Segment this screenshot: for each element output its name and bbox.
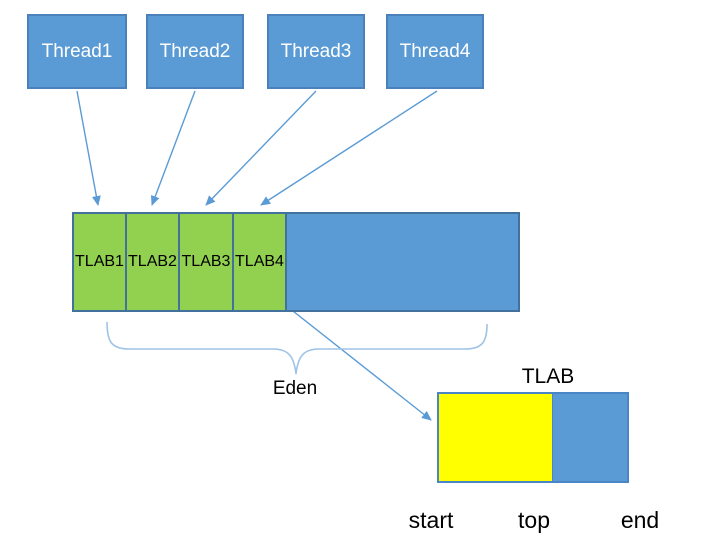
thread1-label: Thread1 [41, 40, 113, 62]
thread3-label: Thread3 [280, 40, 352, 62]
thread4-box: Thread4 [386, 14, 484, 89]
tlab1-label: TLAB1 [75, 253, 124, 270]
tlab2-cell: TLAB2 [127, 214, 180, 310]
tlab1-cell: TLAB1 [74, 214, 127, 310]
tlab-top-pointer-label: top [518, 507, 550, 533]
tlab-end-pointer-label: end [620, 507, 660, 533]
thread3-to-tlab3-arrow-icon [205, 90, 317, 206]
thread4-label: Thread4 [399, 40, 471, 62]
tlab-allocated-region [439, 394, 553, 481]
thread1-to-tlab1-arrow-icon [76, 90, 101, 206]
eden-space-bar: TLAB1 TLAB2 TLAB3 TLAB4 [72, 212, 520, 312]
tlab-detail-title: TLAB [521, 365, 575, 388]
tlab2-label: TLAB2 [128, 253, 177, 270]
tlab-start-pointer-label: start [408, 507, 454, 533]
thread4-to-tlab4-arrow-icon [260, 90, 438, 206]
thread2-label: Thread2 [159, 40, 231, 62]
tlab4-label: TLAB4 [235, 253, 284, 270]
thread2-box: Thread2 [146, 14, 244, 89]
tlab3-label: TLAB3 [181, 253, 231, 270]
thread3-box: Thread3 [267, 14, 365, 89]
tlab-detail-box [437, 392, 629, 483]
eden-label: Eden [272, 378, 318, 399]
thread1-box: Thread1 [27, 14, 127, 89]
tlab4-cell: TLAB4 [234, 214, 287, 310]
tlab3-cell: TLAB3 [180, 214, 234, 310]
eden-brace-icon [106, 321, 488, 375]
thread2-to-tlab2-arrow-icon [150, 90, 196, 206]
